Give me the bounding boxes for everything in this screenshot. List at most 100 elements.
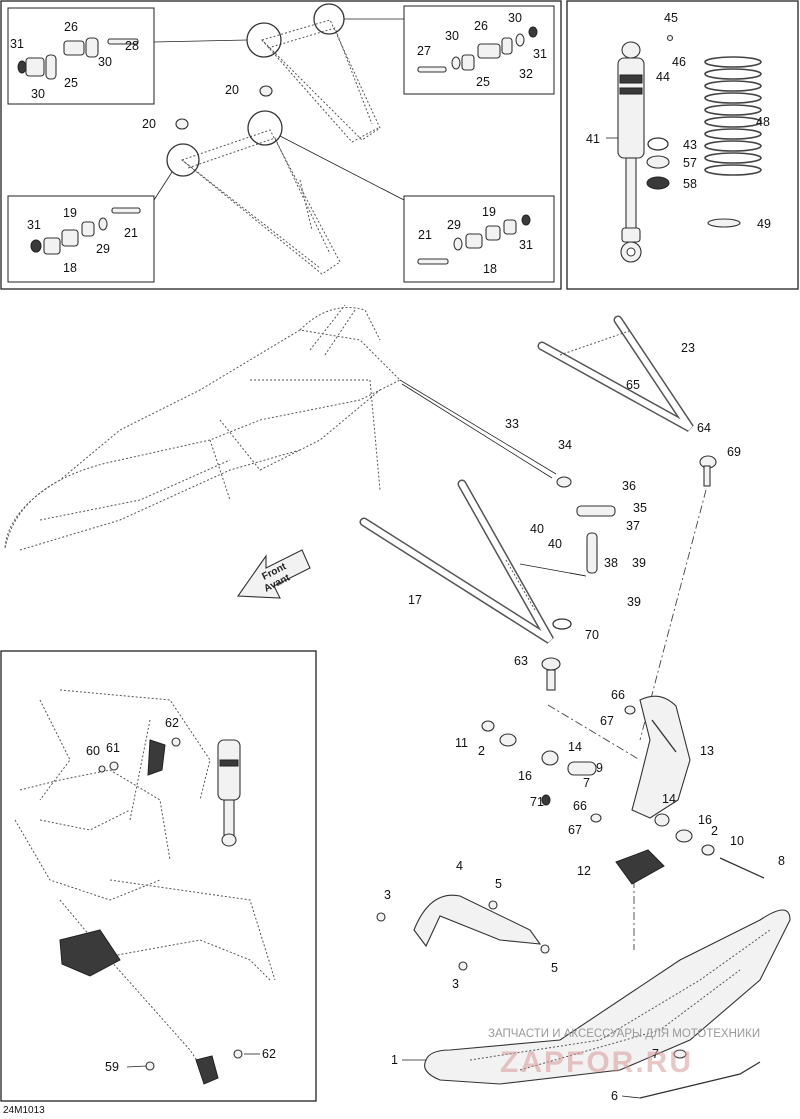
callout-45: 45	[664, 11, 678, 25]
leader-line	[126, 1065, 147, 1068]
callout-28: 28	[125, 39, 139, 53]
ski-chassis-overview-drawing	[4, 304, 401, 551]
callout-67: 67	[568, 823, 582, 837]
runner-6	[639, 1061, 761, 1099]
callout-7: 7	[652, 1047, 659, 1061]
front-direction-arrow: Front Avant	[236, 549, 311, 599]
callout-59: 59	[105, 1060, 119, 1074]
callout-62: 62	[262, 1047, 276, 1061]
callout-19: 19	[482, 205, 496, 219]
callout-16: 16	[518, 769, 532, 783]
callout-40: 40	[530, 522, 544, 536]
callout-20: 20	[142, 117, 156, 131]
callout-60: 60	[86, 744, 100, 758]
callout-69: 69	[727, 445, 741, 459]
callout-29: 29	[96, 242, 110, 256]
ball-joint-69	[699, 455, 717, 487]
callout-9: 9	[596, 761, 603, 775]
callout-65: 65	[626, 378, 640, 392]
callout-26: 26	[64, 20, 78, 34]
lower-a-arm-17	[359, 479, 554, 644]
callout-48: 48	[756, 115, 770, 129]
callout-27: 27	[417, 44, 431, 58]
nut-7	[673, 1049, 687, 1059]
washer-20-upper	[259, 85, 273, 97]
pivot-circle-upper-right	[313, 3, 345, 35]
ski-handle-4	[413, 894, 542, 948]
callout-20: 20	[225, 83, 239, 97]
nut-62-upper	[171, 737, 181, 747]
shock-spring-drawing	[704, 56, 762, 176]
callout-12: 12	[577, 864, 591, 878]
callout-39: 39	[627, 595, 641, 609]
callout-44: 44	[656, 70, 670, 84]
pivot-circle-lower-right	[247, 110, 283, 146]
bolt-3-upper	[376, 912, 386, 922]
callout-4: 4	[456, 859, 463, 873]
callout-2: 2	[478, 744, 485, 758]
circlip-70	[552, 618, 572, 630]
callout-37: 37	[626, 519, 640, 533]
callout-32: 32	[519, 67, 533, 81]
callout-10: 10	[730, 834, 744, 848]
callout-43: 43	[683, 138, 697, 152]
bolt-3-lower	[458, 961, 468, 971]
callout-36: 36	[622, 479, 636, 493]
leader-line	[621, 1095, 641, 1099]
leader-line	[153, 39, 248, 43]
bushing-stack-lower-left	[30, 207, 141, 255]
callout-39: 39	[632, 556, 646, 570]
chassis-bracket-lower	[59, 929, 121, 977]
ski-1	[424, 909, 791, 1085]
stabilizer-link-35	[576, 505, 616, 517]
callout-58: 58	[683, 177, 697, 191]
callout-31: 31	[10, 37, 24, 51]
o-ring-58	[646, 176, 670, 190]
spindle-bushings-left	[481, 720, 597, 806]
callout-67: 67	[600, 714, 614, 728]
chassis-shock-drawing	[217, 739, 241, 847]
callout-18: 18	[63, 261, 77, 275]
callout-61: 61	[106, 741, 120, 755]
o-ring-43	[647, 137, 669, 151]
callout-5: 5	[551, 961, 558, 975]
callout-30: 30	[445, 29, 459, 43]
callout-49: 49	[757, 217, 771, 231]
callout-66: 66	[573, 799, 587, 813]
chassis-bracket-bottom	[195, 1055, 219, 1085]
bushing-57	[646, 155, 670, 169]
bushing-stack-lower-right	[417, 214, 531, 265]
callout-40: 40	[548, 537, 562, 551]
callout-26: 26	[474, 19, 488, 33]
spring-seat-49	[707, 218, 741, 228]
bushing-stack-upper-left	[17, 37, 139, 80]
callout-29: 29	[447, 218, 461, 232]
ski-pad-12	[615, 849, 665, 885]
callout-3: 3	[452, 977, 459, 991]
watermark-logo: ZAPFOR.RU	[500, 1046, 693, 1079]
callout-25: 25	[476, 75, 490, 89]
callout-19: 19	[63, 206, 77, 220]
callout-3: 3	[384, 888, 391, 902]
callout-63: 63	[514, 654, 528, 668]
bushing-stack-upper-right	[417, 26, 538, 73]
callout-62: 62	[165, 716, 179, 730]
callout-70: 70	[585, 628, 599, 642]
chassis-bracket-left	[147, 739, 166, 776]
callout-5: 5	[495, 877, 502, 891]
washer-20-lower	[175, 118, 189, 130]
nut-61	[109, 761, 119, 771]
a-arm-panel-frame	[0, 0, 562, 290]
callout-14: 14	[662, 792, 676, 806]
callout-6: 6	[611, 1089, 618, 1103]
callout-18: 18	[483, 262, 497, 276]
callout-14: 14	[568, 740, 582, 754]
callout-35: 35	[633, 501, 647, 515]
callout-7: 7	[583, 776, 590, 790]
callout-71: 71	[530, 795, 544, 809]
callout-13: 13	[700, 744, 714, 758]
callout-30: 30	[98, 55, 112, 69]
assembly-centerline	[547, 704, 641, 761]
chassis-panel-frame	[0, 650, 317, 1102]
